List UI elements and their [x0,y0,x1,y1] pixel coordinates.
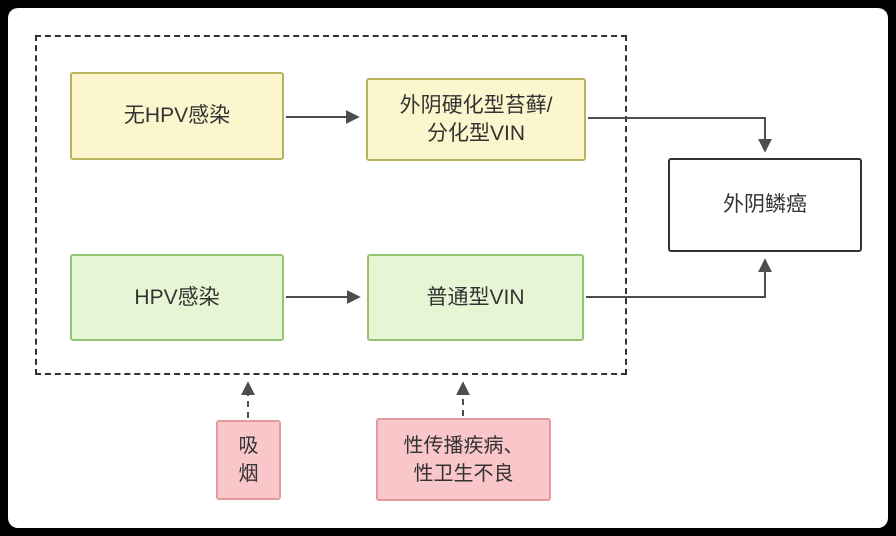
node-std-poor-hygiene: 性传播疾病、 性卫生不良 [376,418,551,501]
node-hpv-infection-label: HPV感染 [134,285,220,309]
node-std-poor-hygiene-label: 性传播疾病、 性卫生不良 [403,434,524,485]
node-no-hpv-infection: 无HPV感染 [70,72,284,160]
node-smoking: 吸 烟 [216,420,281,500]
node-no-hpv-infection-label: 无HPV感染 [123,104,231,127]
node-usual-type-vin: 普通型VIN [367,254,584,341]
node-hpv-infection: HPV感染 [70,254,284,341]
node-lichen-sclerosus-dvin: 外阴硬化型苔藓/ 分化型VIN [366,78,586,161]
node-usual-type-vin-label: 普通型VIN [426,285,525,309]
node-vulvar-squamous-carcinoma-label: 外阴鳞癌 [723,193,807,216]
node-vulvar-squamous-carcinoma: 外阴鳞癌 [668,158,862,252]
node-smoking-label: 吸 烟 [238,435,259,485]
node-lichen-sclerosus-dvin-label: 外阴硬化型苔藓/ 分化型VIN [399,93,553,145]
